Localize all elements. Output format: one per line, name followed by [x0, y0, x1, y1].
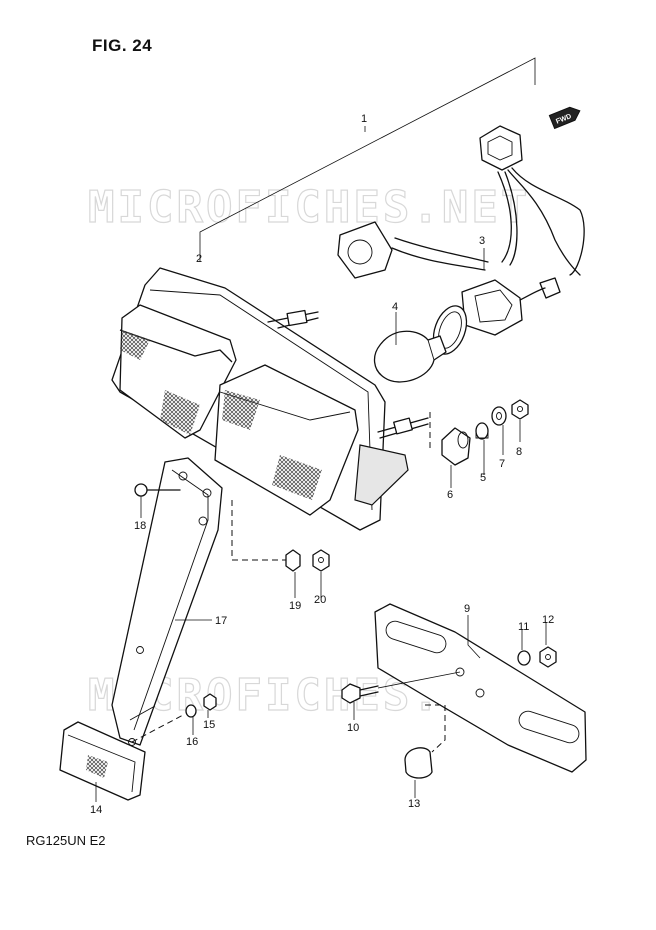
wiring-harness	[337, 125, 585, 279]
nut-20	[312, 549, 330, 572]
assembly-bracket-line	[199, 57, 536, 236]
callout-9: 9	[464, 603, 470, 615]
callout-19: 19	[289, 600, 301, 612]
tail-lamp-housing	[111, 267, 429, 531]
lamp-bracket	[111, 457, 223, 746]
callout-16: 16	[186, 736, 198, 748]
bulb	[373, 330, 447, 383]
callout-8: 8	[516, 446, 522, 458]
callout-7: 7	[499, 458, 505, 470]
callout-labels: 1 2 3 4 5 6 7 8 9 10 11 12 13 14 15 16 1…	[90, 113, 554, 816]
washer-19	[285, 549, 301, 572]
nut	[511, 399, 529, 420]
washer-16	[185, 704, 197, 718]
callout-14: 14	[90, 804, 102, 816]
watermark-top: MICROFICHES.NET	[88, 182, 530, 233]
callout-20: 20	[314, 594, 326, 606]
nut-15	[203, 693, 217, 711]
washer	[491, 406, 507, 426]
bolt-10	[341, 683, 379, 704]
callout-6: 6	[447, 489, 453, 501]
plate-bracket	[374, 603, 587, 773]
callout-10: 10	[347, 722, 359, 734]
model-code: RG125UN E2	[26, 833, 106, 848]
callout-12: 12	[542, 614, 554, 626]
cap-13	[404, 747, 433, 779]
callout-3: 3	[479, 235, 485, 247]
callout-17: 17	[215, 615, 227, 627]
figure-title: FIG. 24	[92, 36, 153, 55]
nut-12	[539, 646, 557, 668]
callout-15: 15	[203, 719, 215, 731]
callout-13: 13	[408, 798, 420, 810]
callout-5: 5	[480, 472, 486, 484]
callout-leaders	[95, 126, 547, 802]
callout-2: 2	[196, 253, 202, 265]
collar	[475, 422, 489, 440]
fwd-arrow-icon: FWD	[548, 106, 581, 130]
bulb-socket	[461, 277, 561, 336]
callout-18: 18	[134, 520, 146, 532]
reflector	[59, 721, 146, 801]
rubber-grommet	[441, 427, 471, 466]
callout-4: 4	[392, 301, 398, 313]
callout-1: 1	[361, 113, 367, 125]
washer-11	[517, 650, 531, 666]
callout-11: 11	[518, 621, 529, 633]
